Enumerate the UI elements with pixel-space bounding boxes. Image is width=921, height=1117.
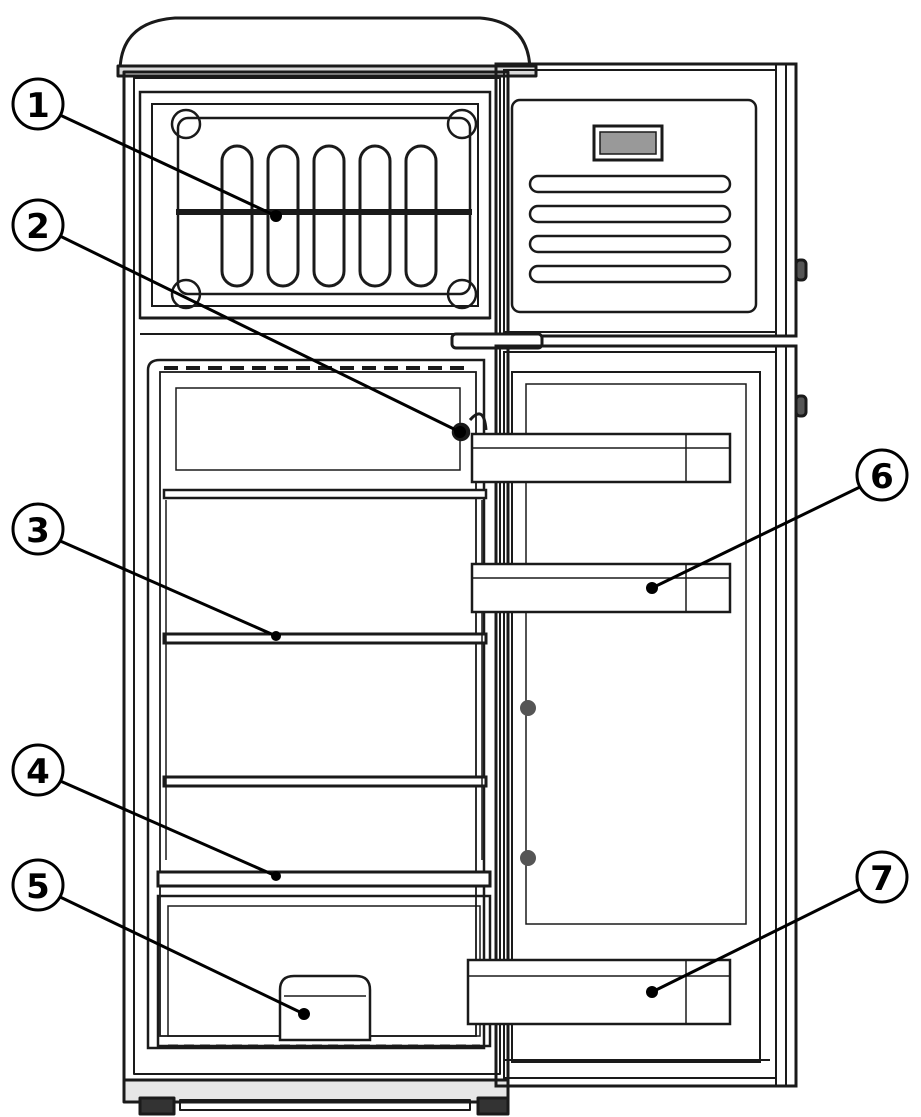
callout-6-label: 6: [870, 457, 894, 497]
callout-2: 2: [11, 198, 65, 252]
callout-4-label: 4: [26, 752, 50, 792]
leader-line-1: [59, 113, 277, 218]
leader-dots: [270, 210, 658, 1020]
leader-line-2: [59, 234, 461, 434]
leader-dot-4: [271, 871, 281, 881]
fridge-door: [466, 344, 808, 1088]
fridge-compartment: [146, 358, 492, 1050]
leader-line-6: [651, 484, 863, 590]
callout-1: 1: [11, 77, 65, 131]
leader-dot-7: [646, 986, 658, 998]
freezer-compartment: [138, 90, 492, 335]
leader-dot-3: [271, 631, 281, 641]
callout-3: 3: [11, 502, 65, 556]
callout-5: 5: [11, 858, 65, 912]
leader-line-5: [57, 894, 305, 1016]
leader-line-3: [57, 538, 277, 638]
callout-6: 6: [855, 448, 909, 502]
leader-line-4: [57, 778, 277, 878]
callout-5-label: 5: [26, 867, 50, 907]
leader-dot-1: [270, 210, 282, 222]
callout-3-label: 3: [26, 511, 50, 551]
freezer-door: [450, 62, 808, 350]
leader-line-7: [651, 886, 863, 994]
leader-dot-6: [646, 582, 658, 594]
leader-dot-2: [454, 426, 466, 438]
callout-4: 4: [11, 743, 65, 797]
callout-7-label: 7: [870, 859, 894, 899]
leader-lines: [57, 113, 863, 1016]
callout-7: 7: [855, 850, 909, 904]
callout-2-label: 2: [26, 207, 50, 247]
leader-dot-5: [298, 1008, 310, 1020]
callout-1-label: 1: [26, 86, 50, 126]
